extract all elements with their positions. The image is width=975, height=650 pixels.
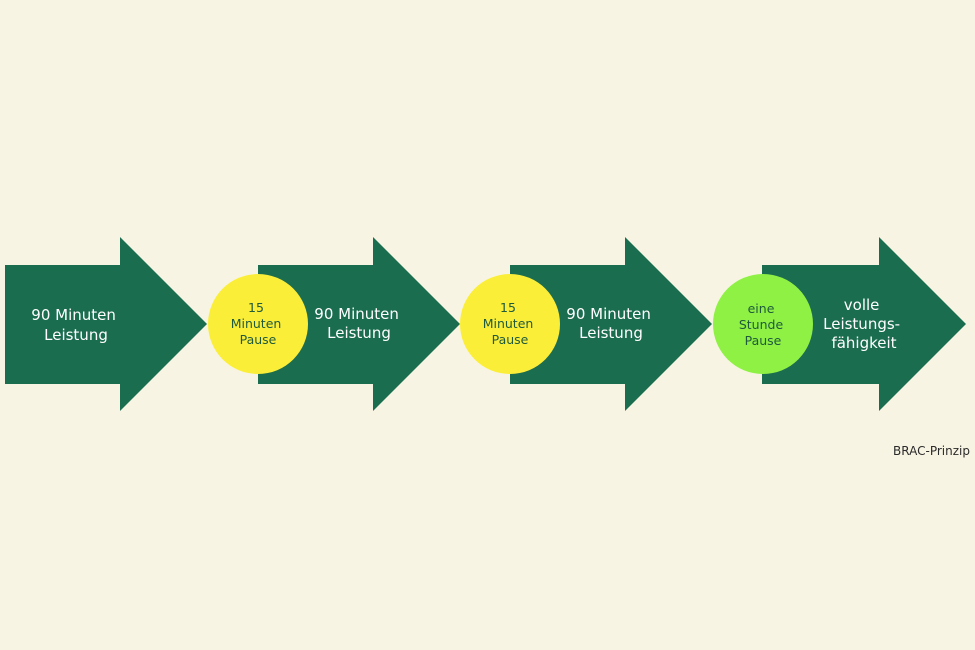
arrow-2-line-1: 90 Minuten	[314, 305, 399, 323]
arrow-2-line-2: Leistung	[327, 324, 391, 342]
pause-circle-1-line-1: 15	[248, 300, 264, 315]
arrow-3	[510, 237, 712, 411]
pause-circle-1	[208, 274, 308, 374]
arrow-1-line-2: Leistung	[44, 326, 108, 344]
pause-circle-3-line-2: Stunde	[739, 317, 784, 332]
arrow-4-line-1: volle	[844, 296, 880, 314]
arrow-1-line-1: 90 Minuten	[31, 306, 116, 324]
arrow-4-line-3: fähigkeit	[831, 334, 896, 352]
caption: BRAC-Prinzip	[893, 444, 970, 458]
pause-circle-3-line-1: eine	[748, 301, 775, 316]
arrow-3-line-1: 90 Minuten	[566, 305, 651, 323]
arrow-4-line-2: Leistungs-	[823, 315, 900, 333]
arrow-1-label: 90 Minuten Leistung	[31, 306, 120, 344]
arrow-2	[258, 237, 460, 411]
pause-circle-2-line-3: Pause	[492, 332, 529, 347]
arrow-3-label: 90 Minuten Leistung	[566, 305, 655, 342]
arrow-1	[5, 237, 207, 411]
arrow-4-label: volle Leistungs- fähigkeit	[823, 296, 905, 352]
arrow-4	[762, 237, 966, 411]
pause-circle-2-label: 15 Minuten Pause	[483, 300, 538, 347]
pause-circle-2-line-1: 15	[500, 300, 516, 315]
arrow-3-line-2: Leistung	[579, 324, 643, 342]
pause-circle-3-line-3: Pause	[745, 333, 782, 348]
pause-circle-3	[713, 274, 813, 374]
pause-circle-3-label: eine Stunde Pause	[739, 301, 787, 348]
pause-circle-1-line-2: Minuten	[231, 316, 282, 331]
pause-circle-2	[460, 274, 560, 374]
pause-circle-1-line-3: Pause	[240, 332, 277, 347]
arrow-2-label: 90 Minuten Leistung	[314, 305, 403, 342]
pause-circle-1-label: 15 Minuten Pause	[231, 300, 286, 347]
pause-circle-2-line-2: Minuten	[483, 316, 534, 331]
